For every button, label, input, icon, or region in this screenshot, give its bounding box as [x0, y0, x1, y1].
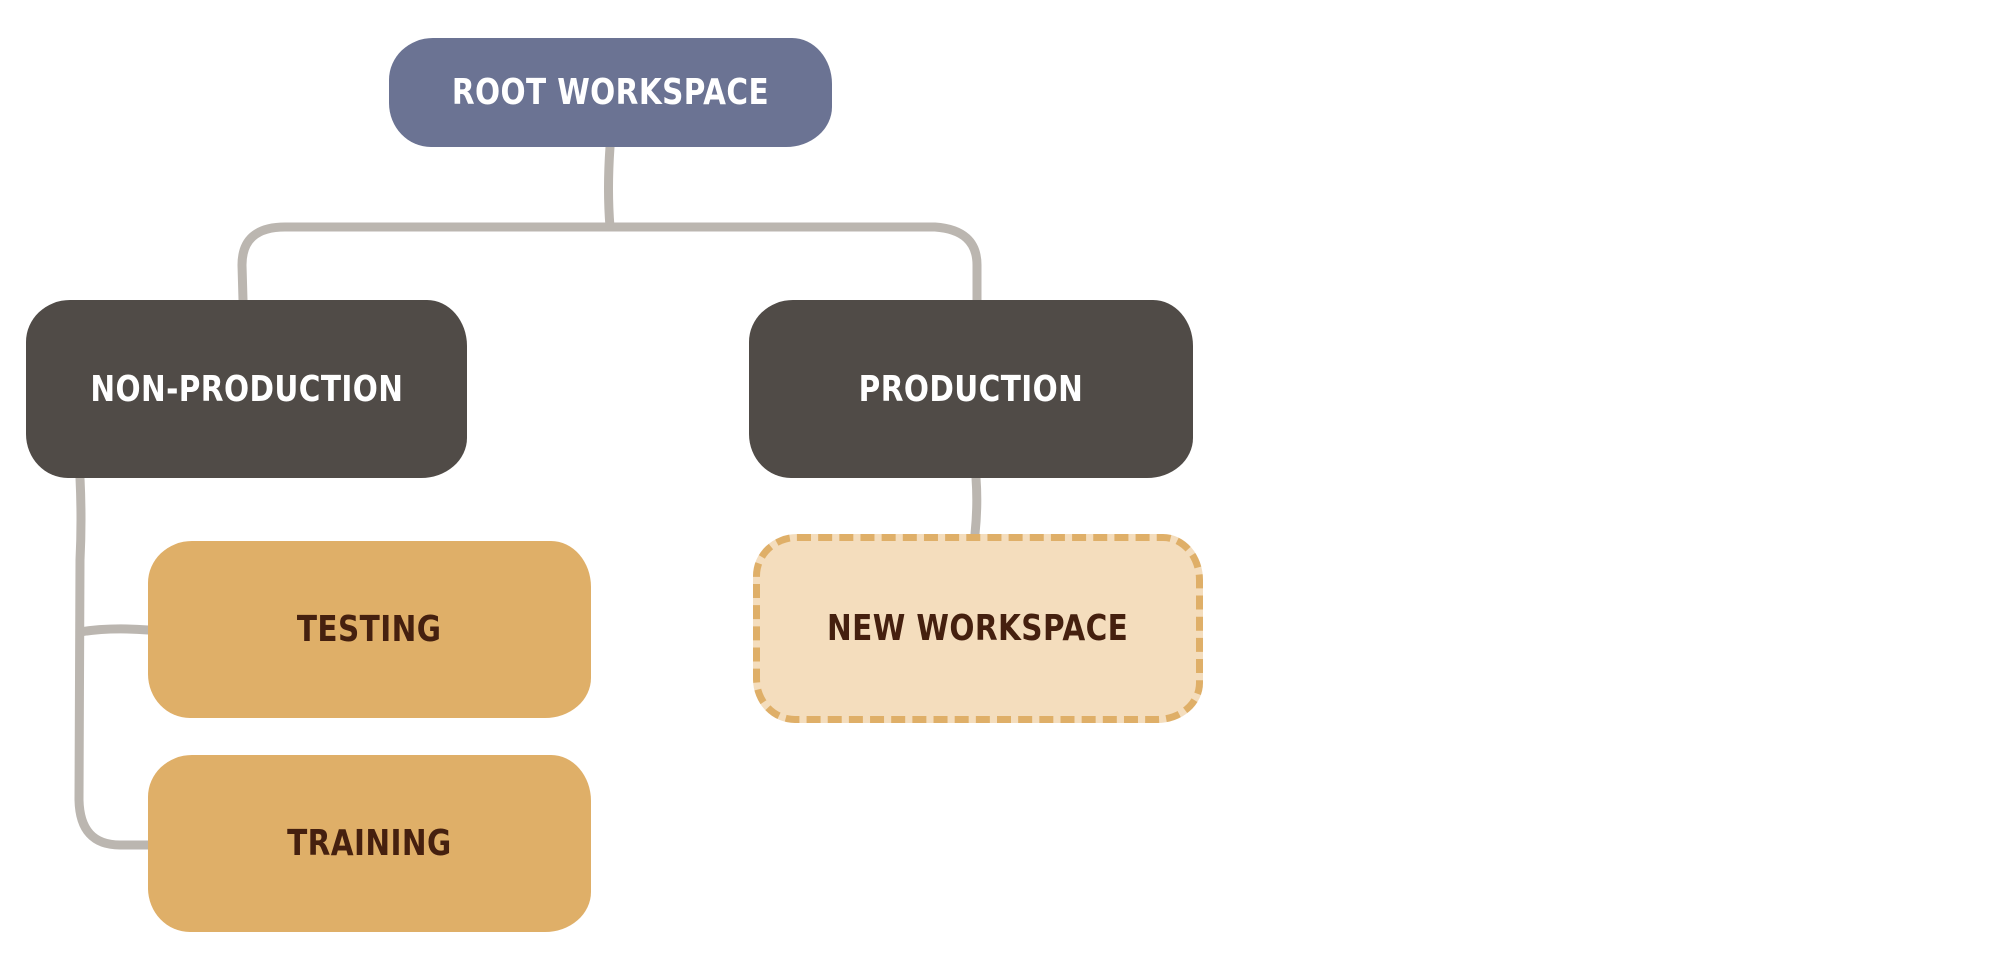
connector-production-to-new: [970, 473, 982, 539]
node-new-workspace[interactable]: NEW WORKSPACE: [753, 534, 1203, 723]
node-label: NEW WORKSPACE: [827, 608, 1129, 649]
node-label: PRODUCTION: [858, 368, 1084, 410]
node-label: ROOT WORKSPACE: [451, 72, 770, 113]
node-label: TESTING: [297, 609, 442, 650]
node-production[interactable]: PRODUCTION: [749, 300, 1193, 478]
node-non-production[interactable]: NON-PRODUCTION: [26, 300, 467, 478]
node-training[interactable]: TRAINING: [148, 755, 591, 932]
node-testing[interactable]: TESTING: [148, 541, 591, 718]
connector-to-production: [605, 222, 982, 305]
connector-to-non-production: [237, 222, 615, 305]
connector-root-to-envs: [604, 142, 615, 232]
node-label: NON-PRODUCTION: [89, 368, 404, 410]
connector-to-testing: [75, 624, 153, 637]
connector-non-production-trunk: [74, 473, 153, 850]
node-label: TRAINING: [287, 823, 452, 864]
node-root-workspace[interactable]: ROOT WORKSPACE: [389, 38, 832, 147]
